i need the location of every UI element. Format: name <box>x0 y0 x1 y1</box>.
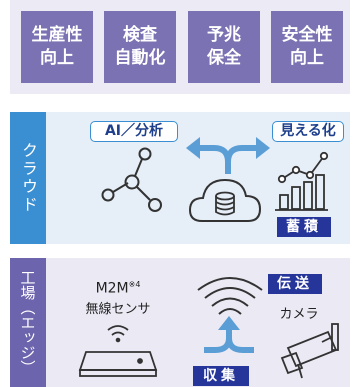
collect-badge: 収集 <box>193 366 249 386</box>
bar-chart-icon <box>275 151 329 211</box>
benefits-panel: 生産性 向上 検査 自動化 予兆 保全 安全性 向上 <box>10 0 350 94</box>
network-graph-icon <box>101 147 162 212</box>
factory-label: 工場（エッジ） <box>18 270 37 375</box>
cloud-strip: クラウド <box>10 112 46 244</box>
cloud-panel: クラウド AI／分析 見える化 <box>10 112 350 244</box>
ai-analysis-tag: AI／分析 <box>90 121 178 142</box>
wireless-sensor-icon <box>78 325 158 377</box>
benefit-safety: 安全性 向上 <box>271 11 343 83</box>
transmit-badge: 伝送 <box>268 274 322 294</box>
benefit-predictive-maintenance: 予兆 保全 <box>188 11 260 83</box>
visualization-tag: 見える化 <box>272 121 344 142</box>
cloud-label: クラウド <box>19 142 38 214</box>
m2m-name: M2M <box>95 280 129 297</box>
security-camera-icon <box>280 323 339 379</box>
wireless-sensor-label: 無線センサ <box>85 302 151 317</box>
store-badge: 蓄積 <box>277 217 331 237</box>
m2m-footnote: ※4 <box>128 280 141 289</box>
camera-label: カメラ <box>279 307 319 322</box>
wifi-signal-icon <box>197 277 263 315</box>
cloud-database-icon <box>188 178 262 222</box>
m2m-sensor-label: M2M※4 <box>82 280 154 297</box>
factory-strip: 工場（エッジ） <box>10 258 46 387</box>
benefit-productivity: 生産性 向上 <box>21 11 93 83</box>
factory-panel: 工場（エッジ） M2M※4 無線センサ 伝送 カメラ <box>10 258 350 387</box>
collect-arrow-icon <box>204 316 254 353</box>
split-arrow-icon <box>186 137 270 174</box>
benefit-inspection-automation: 検査 自動化 <box>104 11 176 83</box>
